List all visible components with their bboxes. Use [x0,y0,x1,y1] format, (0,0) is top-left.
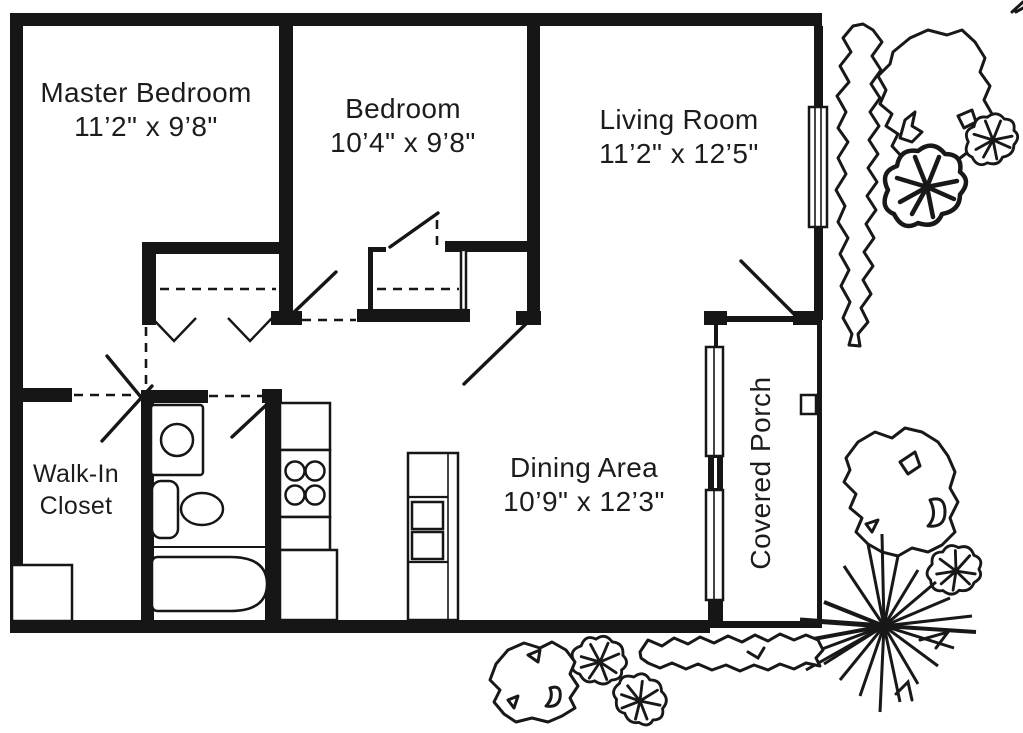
landscaping [488,0,1023,732]
tree-mid-right [842,426,960,558]
room-dimensions: 11’2" x 12’5" [599,138,759,169]
hedge-vertical [834,22,884,348]
kitchen-counter [278,401,339,622]
porch-structure [704,311,818,622]
room-name: Master Bedroom [40,77,252,108]
tree-top-right [876,28,994,172]
room-name: Dining Area [509,452,659,483]
room-name-line2: Closet [39,492,113,520]
room-dimensions: 10’9" x 12’3" [503,486,665,517]
porch-sliding-doors [704,345,725,622]
flower-shrub [609,668,672,732]
room-label-dining-area: Dining Area 10’9" x 12’3" [503,451,665,519]
bathroom-fixtures [149,403,269,613]
room-name-line1: Walk-In [33,460,119,488]
toilet [150,479,225,540]
room-label-covered-porch: Covered Porch [745,376,776,570]
stove-burners [284,460,326,506]
room-dimensions: 10’4" x 9’8" [330,127,476,158]
interior-walls [141,13,541,620]
hedge-bottom [638,632,825,673]
starburst-plant [799,533,977,713]
room-label-master-bedroom: Master Bedroom 11’2" x 9’8" [40,76,251,144]
closet-bifold-doors [151,317,273,343]
porch-light-box [799,393,818,416]
bathtub [150,555,269,613]
room-label-living-room: Living Room 11’2" x 12’5" [599,103,759,171]
closet-shelf-notch [10,563,74,623]
corner-foliage-tick [1010,0,1023,14]
room-label-walk-in-closet: Walk-In Closet [33,458,119,522]
tree-bottom [488,640,580,724]
kitchen-fixtures [278,401,460,622]
vanity-sink [149,403,205,477]
room-name: Bedroom [345,93,461,124]
room-dimensions: 11’2" x 9’8" [74,111,218,142]
exterior-walls [10,13,823,633]
room-label-bedroom: Bedroom 10’4" x 9’8" [330,92,476,160]
flower-shrub [885,146,966,226]
living-room-window [807,105,829,229]
refrigerator-pantry [406,451,460,622]
room-name: Living Room [599,104,759,135]
